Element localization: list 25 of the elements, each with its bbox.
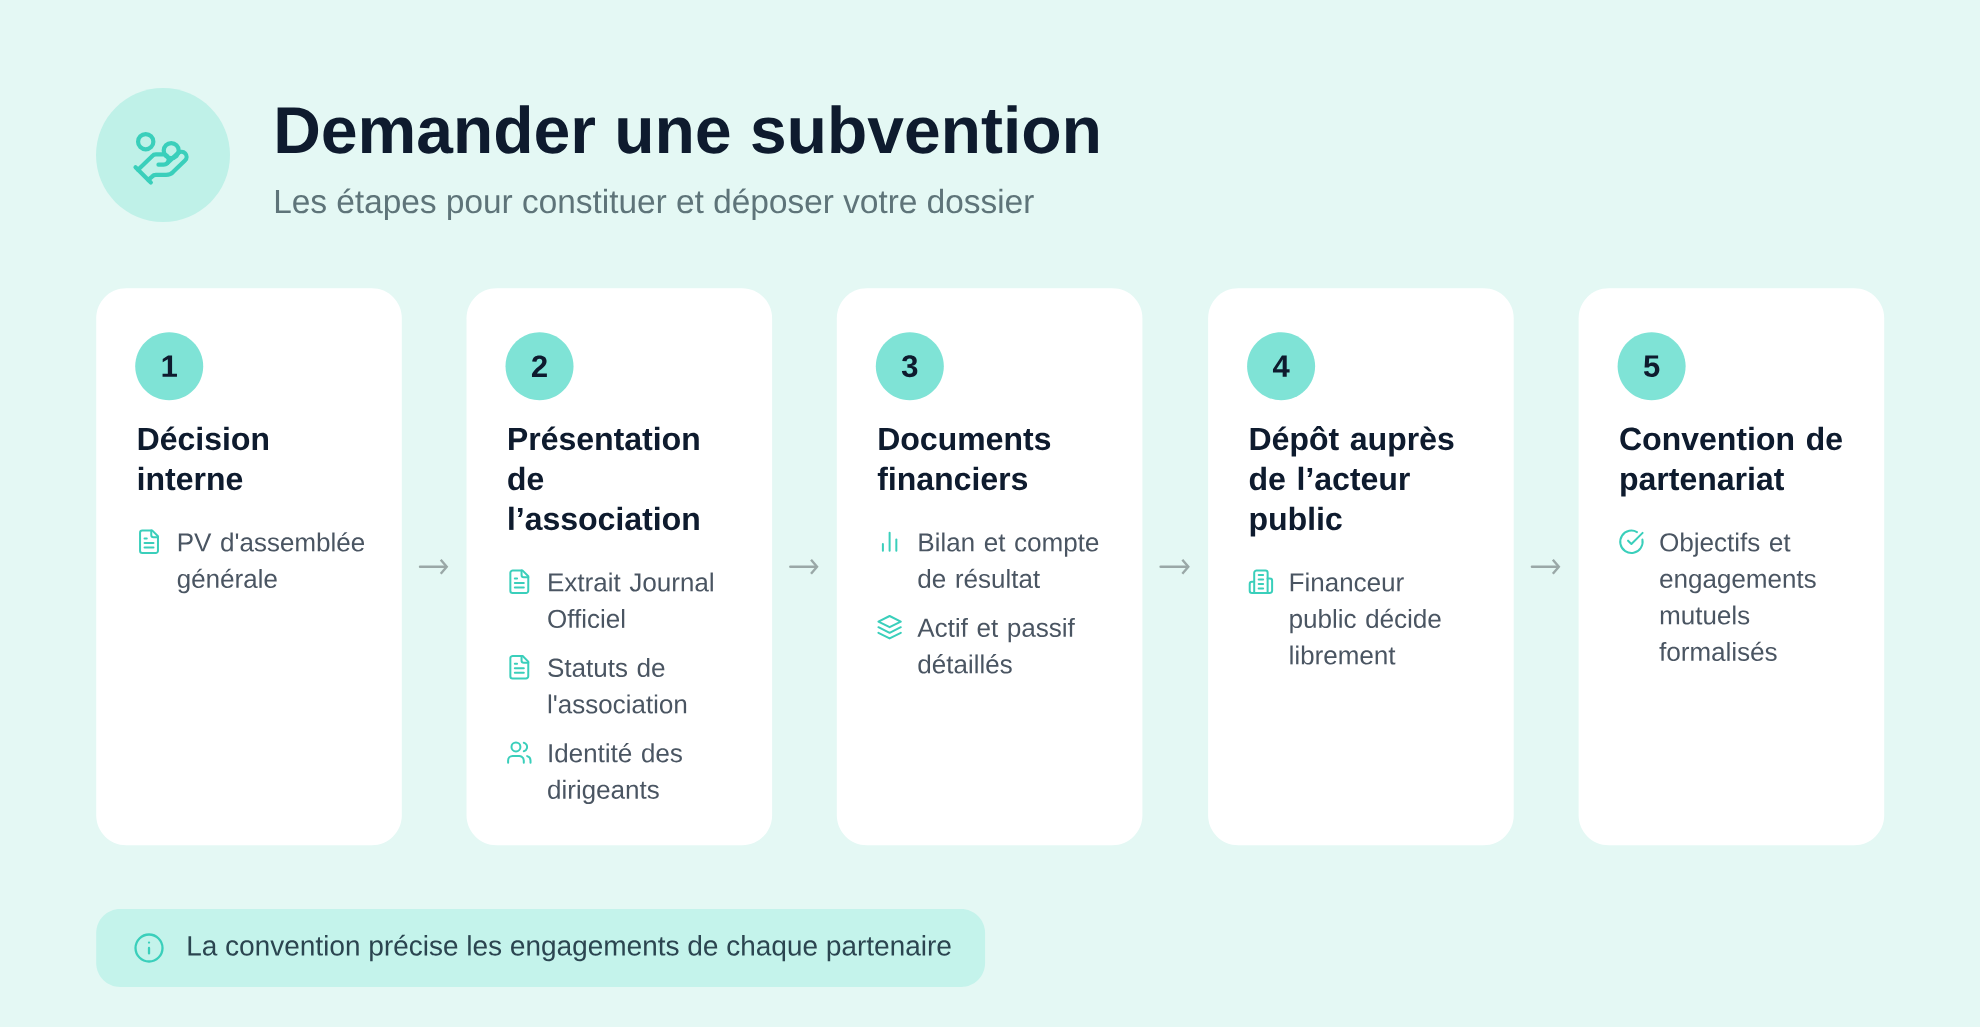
card-title: Convention de partenariat — [1620, 426, 1842, 497]
step-number: 3 — [875, 332, 944, 401]
note-banner: La convention précise les engagements de chaque partenaire — [96, 909, 986, 987]
step-number: 4 — [1247, 332, 1316, 401]
page-title: Demander une subvention — [277, 105, 1098, 154]
list-item: Bilan et compte de résultat — [918, 532, 1099, 589]
subtitle: Les étapes pour constituer et déposer votre dossier — [275, 188, 1034, 220]
card-title: Dépôt auprès de l’acteur public — [1249, 426, 1454, 537]
list-item: Identité des dirigeants — [548, 743, 682, 805]
card-title: Présentation de l’association — [508, 426, 699, 531]
card-title: Documents financiers — [877, 427, 1051, 491]
step-number: 2 — [505, 332, 574, 401]
list-item: Statuts de l'association — [548, 657, 687, 714]
step-number: 5 — [1617, 332, 1686, 401]
list-item: Financeur public décide librement — [1290, 572, 1441, 665]
list-item: Actif et passif détaillés — [917, 617, 1075, 674]
arrow — [1530, 558, 1561, 575]
arrow — [418, 558, 449, 575]
arrow — [1159, 558, 1190, 575]
list-item: Objectifs et engagements mutuels formalisés — [1659, 532, 1816, 662]
list-item: PV d'assemblée générale — [177, 532, 365, 594]
list-item: Extrait Journal Officiel — [548, 572, 713, 629]
card-title: Décision interne — [138, 426, 268, 491]
step-number: 1 — [135, 332, 204, 401]
arrow — [789, 558, 819, 575]
